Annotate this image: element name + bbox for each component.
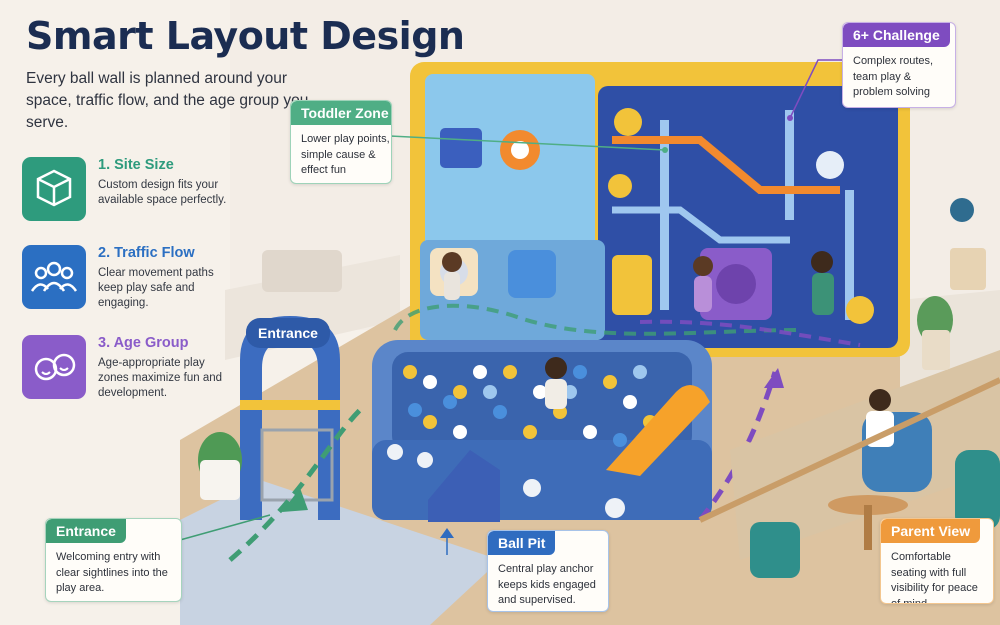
child-faces-icon bbox=[22, 335, 86, 399]
callout-6plus-challenge: 6+ Challenge Complex routes, team play &… bbox=[842, 22, 956, 108]
callout-description: Lower play points, simple cause & effect… bbox=[301, 133, 390, 176]
ball-pit bbox=[372, 340, 712, 522]
page-title: Smart Layout Design bbox=[26, 14, 465, 58]
callout-heading: Entrance bbox=[46, 519, 126, 543]
parent-lounge bbox=[698, 350, 1000, 578]
feature-description: Custom design fits your available space … bbox=[98, 179, 227, 206]
child-figures bbox=[442, 251, 834, 409]
feature-heading: 2. Traffic Flow bbox=[98, 245, 195, 261]
callout-description: Comfortable seating with full visibility… bbox=[891, 551, 978, 604]
entrance-sign: Entrance bbox=[258, 325, 318, 341]
callout-ball-pit: Ball Pit Central play anchor keeps kids … bbox=[487, 530, 609, 612]
feature-site-size: 1. Site Size Custom design fits your ava… bbox=[22, 157, 226, 223]
callout-description: Welcoming entry with clear sightlines in… bbox=[56, 551, 168, 594]
feature-traffic-flow: 2. Traffic Flow Clear movement paths kee… bbox=[22, 245, 222, 311]
callout-heading: Toddler Zone bbox=[291, 101, 391, 125]
callout-heading: Ball Pit bbox=[488, 531, 556, 555]
intro-text: Every ball wall is planned around your s… bbox=[26, 70, 309, 131]
callout-toddler-zone: Toddler Zone Lower play points, simple c… bbox=[290, 100, 392, 184]
feature-heading: 1. Site Size bbox=[98, 157, 174, 173]
callout-parent-view: Parent View Comfortable seating with ful… bbox=[880, 518, 994, 604]
callout-description: Complex routes, team play & problem solv… bbox=[853, 55, 934, 98]
feature-age-group: 3. Age Group Age-appropriate play zones … bbox=[22, 335, 222, 401]
callout-heading: 6+ Challenge bbox=[843, 23, 950, 47]
callout-heading: Parent View bbox=[881, 519, 981, 543]
callout-description: Central play anchor keeps kids engaged a… bbox=[498, 563, 596, 606]
people-group-icon bbox=[22, 245, 86, 309]
callout-entrance: Entrance Welcoming entry with clear sigh… bbox=[45, 518, 182, 602]
feature-description: Age-appropriate play zones maximize fun … bbox=[98, 357, 223, 399]
feature-description: Clear movement paths keep play safe and … bbox=[98, 267, 214, 309]
cube-measure-icon bbox=[22, 157, 86, 221]
entrance-arch bbox=[240, 316, 340, 520]
feature-heading: 3. Age Group bbox=[98, 335, 189, 351]
